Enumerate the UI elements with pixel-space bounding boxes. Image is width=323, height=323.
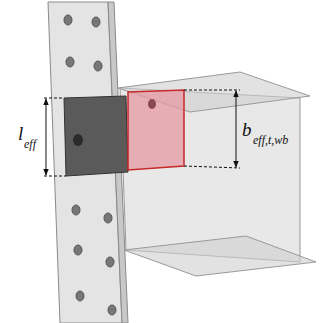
effective-web-zone: [128, 90, 184, 170]
dimension-leff: [44, 98, 66, 176]
effective-plate-zone: [64, 96, 128, 176]
column-flange: [48, 2, 128, 323]
dimension-beff: [184, 90, 240, 168]
bolt-hole: [73, 134, 83, 146]
dimension-subscript: eff,t,wb: [253, 134, 288, 146]
bolt-hole: [148, 99, 156, 109]
dimension-symbol: b: [242, 120, 252, 139]
dimension-subscript: eff: [24, 138, 36, 150]
bottom-flange: [124, 236, 316, 276]
beam-web: [120, 88, 300, 262]
dimension-symbol: l: [18, 124, 23, 143]
